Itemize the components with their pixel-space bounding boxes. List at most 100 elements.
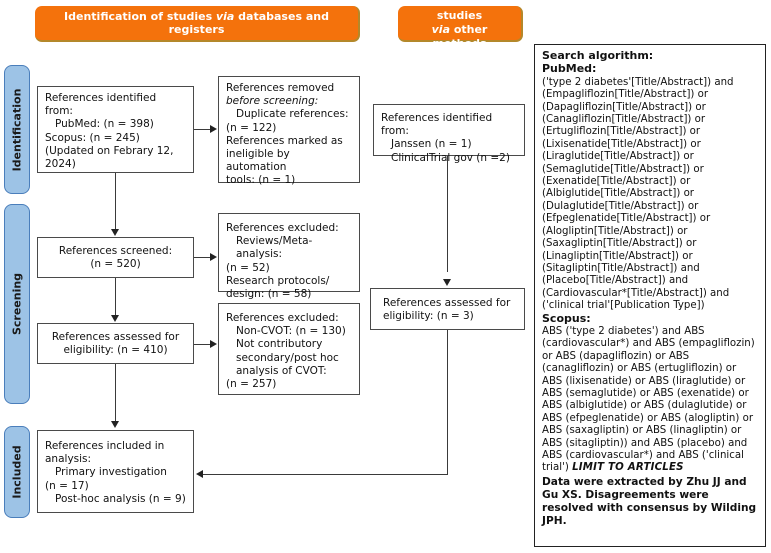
rail-included: Included [4, 426, 30, 518]
excluded-elig-line-1: References excluded: [226, 312, 339, 324]
identified-line-3: Scopus: (n = 245) [45, 131, 140, 144]
removed-line-5: References marked as [226, 134, 343, 147]
arrowhead-identified-to-screened [111, 229, 119, 236]
arrowhead-identified-to-removed [210, 125, 217, 133]
box-references-excluded-eligibility: References excluded: Non-CVOT: (n = 130)… [218, 303, 360, 395]
excluded-screen-line-3: (n = 52) [226, 261, 270, 274]
connector-other-assessed-left-to-included [203, 474, 448, 476]
pubmed-query-line: (Ertugliflozin[Title/Abstract]) or [542, 126, 701, 138]
pubmed-query-line: (Efpeglenatide[Title/Abstract]) or [542, 213, 711, 225]
identified-line-5: 2024) [45, 158, 76, 171]
other-identified-line-3: ClinicalTrial gov (n =2) [391, 151, 510, 164]
removed-line-3: Duplicate references: [236, 108, 349, 121]
connector-assessed-to-included [115, 364, 117, 422]
connector-other-identified-to-assessed [447, 156, 449, 272]
connector-identified-to-removed [194, 129, 211, 131]
rail-included-label: Included [10, 445, 24, 499]
removed-line-6: ineligible by automation [226, 148, 290, 174]
search-algorithm-panel: Search algorithm: PubMed: ('type 2 diabe… [534, 44, 766, 547]
pubmed-query-line: (Empagliflozin[Title/Abstract]) or [542, 89, 709, 101]
arrowhead-other-assessed-to-included [196, 470, 203, 478]
assessed-line-2: eligibility: (n = 410) [63, 344, 168, 357]
pubmed-query-line: (Dapagliflozin[Title/Abstract]) or [542, 101, 706, 113]
connector-screened-to-excluded [194, 257, 211, 259]
scopus-query-text: ABS ('type 2 diabetes') and ABS (cardiov… [542, 325, 755, 474]
identified-line-1: References identified from: [45, 92, 157, 118]
pubmed-query-line: (Canagliflozin[Title/Abstract]) or [542, 114, 706, 126]
data-extraction-note: Data were extracted by Zhu JJ and Gu XS.… [542, 475, 757, 527]
header-databases-registers: Identification of studies via databases … [35, 6, 360, 42]
pubmed-query-line: (Semaglutide[Title/Abstract]) or [542, 163, 704, 175]
other-assessed-line-2: eligibility: (n = 3) [383, 310, 474, 323]
connector-identified-to-screened [115, 173, 117, 229]
scopus-limit-to-articles: LIMIT TO ARTICLES [572, 462, 684, 474]
scopus-title: Scopus: [542, 311, 591, 325]
pubmed-query-line: (Saxagliptin[Title/Abstract]) or [542, 238, 697, 250]
screened-line-2: (n = 520) [90, 258, 141, 271]
box-references-included: References included in analysis: Primary… [37, 430, 194, 513]
rail-screening: Screening [4, 204, 30, 404]
scopus-query: ABS ('type 2 diabetes') and ABS (cardiov… [542, 326, 758, 475]
excluded-elig-line-2: Non-CVOT: (n = 130) [236, 325, 346, 338]
arrowhead-screened-to-excluded [210, 253, 217, 261]
other-identified-line-1: References identified from: [381, 112, 493, 138]
pubmed-query-line: (Placebo[Title/Abstract]) and [542, 275, 689, 287]
box-other-assessed: References assessed for eligibility: (n … [370, 288, 525, 330]
connector-screened-to-assessed [115, 278, 117, 315]
rail-screening-label: Screening [10, 272, 24, 336]
box-other-identified: References identified from: Janssen (n =… [373, 104, 525, 164]
excluded-screen-line-5: design: (n = 58) [226, 288, 312, 301]
pubmed-query-line: (Lixisenatide[Title/Abstract]) or [542, 138, 701, 150]
identified-line-4: (Updated on Febrary 12, [45, 144, 174, 157]
connector-assessed-to-excluded [194, 344, 211, 346]
pubmed-query-line: (Liraglutide[Title/Abstract]) or [542, 151, 694, 163]
excluded-elig-line-5: analysis of CVOT: [236, 364, 327, 377]
assessed-line-1: References assessed for [51, 331, 180, 343]
arrowhead-assessed-to-included [111, 421, 119, 428]
pubmed-query: ('type 2 diabetes'[Title/Abstract]) and … [542, 77, 758, 313]
excluded-screen-line-1: References excluded: [226, 222, 339, 234]
included-line-4: (n = 17) [45, 479, 89, 492]
pubmed-query-line: (Alogliptin[Title/Abstract]) or [542, 225, 688, 237]
box-references-identified: References identified from: PubMed: (n =… [37, 86, 194, 173]
pubmed-title: PubMed: [542, 62, 597, 76]
pubmed-query-line: (Exenatide[Title/Abstract]) or [542, 176, 691, 188]
excluded-screen-line-4: Research protocols/ [226, 274, 330, 287]
other-identified-line-2: Janssen (n = 1) [391, 138, 472, 151]
other-assessed-line-1: References assessed for [383, 297, 511, 309]
arrowhead-assessed-to-excluded [210, 340, 217, 348]
removed-line-7: tools: (n = 1) [226, 174, 296, 187]
pubmed-query-line: (Albiglutide[Title/Abstract]) or [542, 188, 694, 200]
box-references-assessed-eligibility: References assessed for eligibility: (n … [37, 323, 194, 364]
header-databases-text: Identification of studies via databases … [64, 10, 329, 36]
pubmed-query-line: ('type 2 diabetes'[Title/Abstract]) and [542, 76, 734, 88]
removed-line-4: (n = 122) [226, 121, 277, 134]
included-line-1: References included in [45, 440, 165, 452]
removed-line-1: References removed [226, 82, 335, 94]
pubmed-query-line: (Sitagliptin[Title/Abstract]) and [542, 262, 700, 274]
included-line-2: analysis: [45, 453, 92, 466]
search-algorithm-title: Search algorithm: [542, 49, 654, 62]
box-references-screened: References screened: (n = 520) [37, 237, 194, 278]
identified-line-2: PubMed: (n = 398) [55, 118, 154, 131]
rail-identification-label: Identification [10, 88, 24, 171]
box-references-excluded-screening: References excluded: Reviews/Meta-analys… [218, 213, 360, 300]
removed-line-2: before screening: [226, 95, 319, 108]
screened-line-1: References screened: [58, 245, 173, 257]
pubmed-query-line: (Dulaglutide[Title/Abstract]) or [542, 200, 699, 212]
connector-other-assessed-down [447, 330, 449, 475]
excluded-elig-line-3: Not contributory [236, 338, 323, 351]
arrowhead-screened-to-assessed [111, 315, 119, 322]
pubmed-query-line: (Linagliptin[Title/Abstract]) or [542, 250, 693, 262]
arrowhead-other-identified-to-assessed [443, 279, 451, 286]
box-references-removed: References removed before screening: Dup… [218, 76, 360, 186]
excluded-elig-line-6: (n = 257) [226, 378, 277, 391]
included-line-3: Primary investigation [55, 466, 167, 479]
excluded-elig-line-4: secondary/post hoc [236, 351, 339, 364]
rail-identification: Identification [4, 65, 30, 194]
pubmed-query-line: ('clinical trial'[Publication Type]) [542, 300, 705, 312]
excluded-screen-line-2: Reviews/Meta-analysis: [236, 235, 313, 261]
